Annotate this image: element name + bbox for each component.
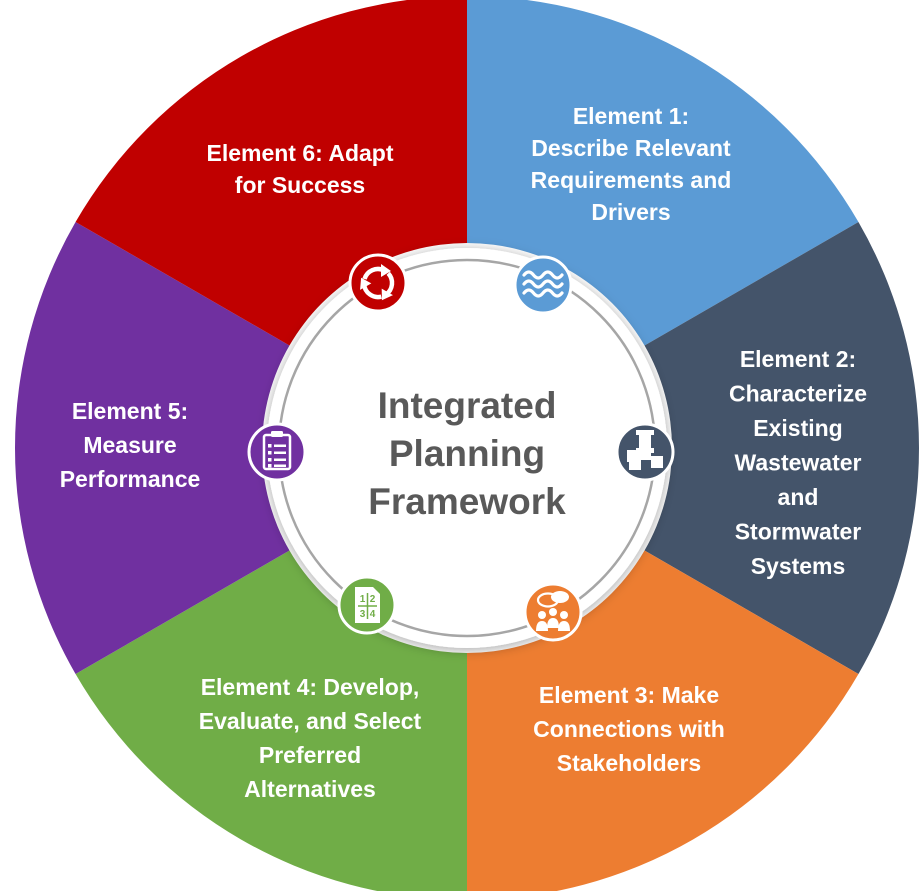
- label-line: Performance: [60, 466, 201, 492]
- label-line: Requirements and: [531, 167, 732, 193]
- label-line: Element 2:: [740, 346, 856, 372]
- center-disk: [267, 248, 667, 648]
- center-title-line: Integrated: [378, 385, 557, 426]
- label-line: Alternatives: [244, 776, 376, 802]
- fraction-digit: 3: [360, 609, 366, 620]
- pipes-icon: [615, 422, 675, 482]
- label-line: Element 1:: [573, 103, 689, 129]
- cycle-arrows-icon: [348, 253, 408, 313]
- center-title-line: Framework: [368, 481, 566, 522]
- segment-element-4: [75, 550, 467, 891]
- stakeholders-icon: [523, 582, 583, 642]
- fraction-digit: 4: [370, 609, 376, 620]
- label-line: Measure: [83, 432, 176, 458]
- label-line: Existing: [753, 415, 842, 441]
- label-line: Element 6: Adapt: [206, 140, 393, 166]
- label-element-6: Element 6: Adapt for Success: [206, 140, 393, 198]
- label-line: Element 5:: [72, 398, 188, 424]
- water-waves-icon: [513, 255, 573, 315]
- label-line: Drivers: [591, 199, 670, 225]
- label-line: Connections with: [533, 716, 725, 742]
- fraction-digit: 2: [370, 594, 376, 605]
- label-line: Stormwater: [735, 519, 862, 545]
- label-line: Preferred: [259, 742, 361, 768]
- label-line: Wastewater: [735, 450, 862, 476]
- label-line: Element 3: Make: [539, 682, 719, 708]
- segment-element-2: [644, 222, 919, 674]
- label-line: Characterize: [729, 381, 867, 407]
- label-line: for Success: [235, 172, 365, 198]
- fraction-digit: 1: [360, 594, 366, 605]
- label-line: Describe Relevant: [531, 135, 731, 161]
- center-title-line: Planning: [389, 433, 545, 474]
- label-line: Systems: [751, 553, 846, 579]
- label-line: Stakeholders: [557, 750, 701, 776]
- label-line: Element 4: Develop,: [201, 674, 420, 700]
- segment-element-5: [14, 222, 290, 674]
- label-line: Evaluate, and Select: [199, 708, 422, 734]
- label-line: and: [778, 484, 819, 510]
- clipboard-checklist-icon: [247, 422, 307, 482]
- segment-element-1: [467, 0, 859, 346]
